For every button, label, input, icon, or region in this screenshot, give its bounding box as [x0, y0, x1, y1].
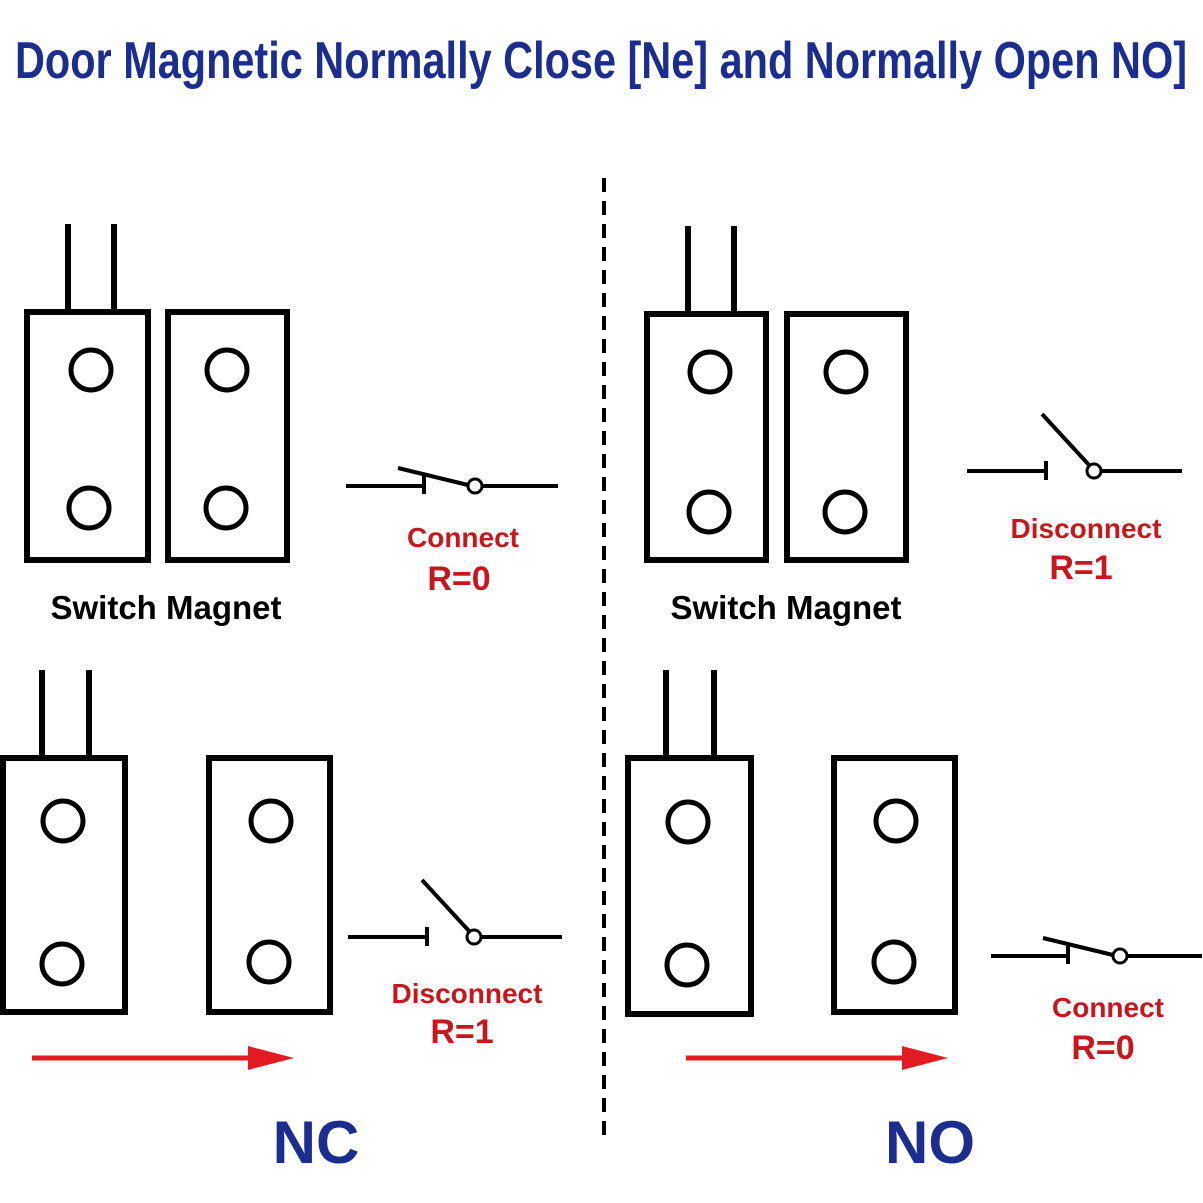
no-top-switch-symbol: [967, 412, 1182, 480]
no-bottom-switch-symbol: [991, 936, 1202, 965]
mount-hole: [823, 349, 869, 395]
switch-pivot: [465, 928, 483, 946]
arrow-head: [248, 1046, 294, 1070]
switch-pivot: [1111, 947, 1129, 965]
mount-hole: [873, 798, 919, 844]
mount-hole: [204, 347, 250, 393]
diagram-title: Door Magnetic Normally Close [Ne] and No…: [15, 32, 1187, 90]
nc-top-switch-symbol: [346, 466, 558, 495]
nc-bottom-sensor: [0, 670, 333, 1015]
no-top-resistance: R=1: [1049, 549, 1112, 587]
mount-hole: [664, 942, 710, 988]
no-caption: Switch Magnet: [670, 589, 901, 626]
mount-hole: [66, 485, 112, 531]
mount-hole: [68, 347, 114, 393]
nc-top-sensor: [24, 224, 290, 563]
switch-blade: [1040, 412, 1091, 467]
no-bottom-resistance: R=0: [1071, 1029, 1134, 1067]
no-mode-label: NO: [885, 1109, 975, 1176]
nc-top-resistance: R=0: [427, 560, 490, 598]
nc-top-state: Connect: [407, 522, 519, 553]
mount-hole: [203, 485, 249, 531]
switch-pivot: [466, 477, 484, 495]
mount-hole: [248, 798, 294, 844]
mount-hole: [40, 798, 86, 844]
mount-hole: [687, 349, 733, 395]
no-bottom-state: Connect: [1052, 992, 1164, 1023]
mount-hole: [39, 941, 85, 987]
nc-caption: Switch Magnet: [50, 589, 281, 626]
nc-bottom-switch-symbol: [348, 878, 562, 946]
no-bottom-sensor: [625, 670, 958, 1017]
mount-hole: [871, 939, 917, 985]
no-top-state: Disconnect: [1011, 513, 1162, 544]
switch-pivot: [1085, 462, 1103, 480]
mount-hole: [665, 799, 711, 845]
switch-blade: [397, 466, 469, 487]
switch-blade: [420, 878, 471, 933]
mount-hole: [686, 489, 732, 535]
mount-hole: [822, 489, 868, 535]
nc-bottom-state: Disconnect: [392, 978, 543, 1009]
mount-hole: [246, 939, 292, 985]
arrow-head: [902, 1046, 948, 1070]
no-top-sensor: [644, 226, 909, 563]
switch-blade: [1042, 936, 1114, 957]
nc-bottom-resistance: R=1: [430, 1013, 493, 1051]
nc-mode-label: NC: [273, 1109, 360, 1176]
